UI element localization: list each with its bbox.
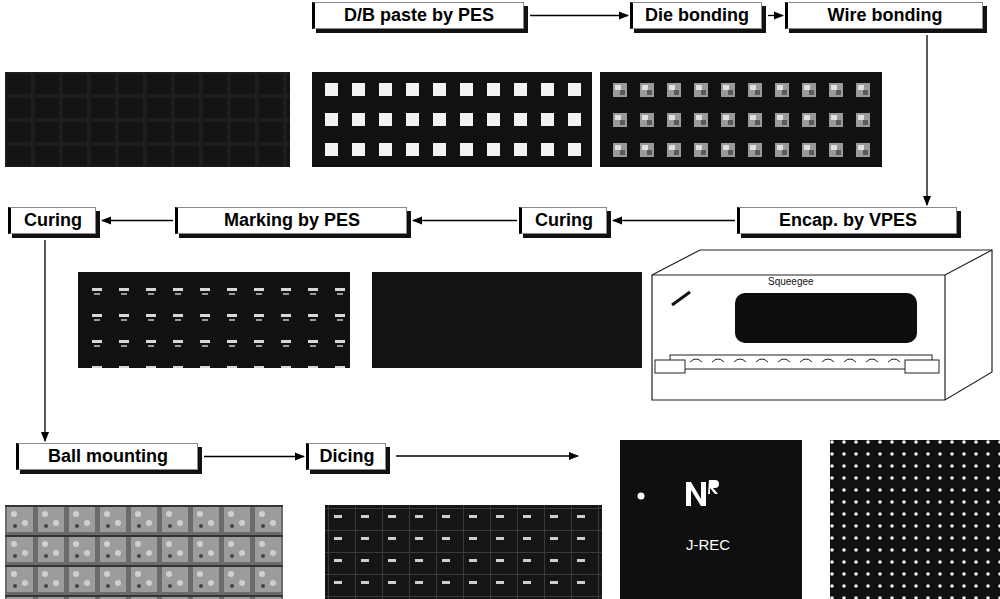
flow-arrow <box>44 240 45 441</box>
process-step-box: Encap. by VPES <box>737 207 957 234</box>
flow-arrow <box>768 15 783 16</box>
flow-arrow <box>413 220 517 221</box>
squeegee-label: Squeegee <box>768 276 814 287</box>
process-step-box: Die bonding <box>630 2 762 29</box>
step-label: D/B paste by PES <box>344 5 494 25</box>
flow-arrow <box>613 220 735 221</box>
process-step-box: Ball mounting <box>16 443 198 470</box>
process-step-box: Wire bonding <box>785 2 983 29</box>
step-label: Wire bonding <box>828 5 943 25</box>
step-label: Marking by PES <box>224 210 360 230</box>
step-label: Encap. by VPES <box>779 210 917 230</box>
step-label: Dicing <box>319 446 374 466</box>
step-label: Ball mounting <box>48 446 168 466</box>
step-label: Curing <box>535 210 593 230</box>
process-step-box: Dicing <box>306 443 386 470</box>
package-marking: J-REC <box>686 536 730 553</box>
flow-arrow <box>530 15 628 16</box>
process-step-box: D/B paste by PES <box>312 2 524 29</box>
flow-arrow <box>102 220 173 221</box>
step-label: Die bonding <box>645 5 749 25</box>
step-label: Curing <box>24 210 82 230</box>
process-step-box: Marking by PES <box>175 207 407 234</box>
process-step-box: Curing <box>8 207 96 234</box>
flow-arrow <box>926 35 927 205</box>
flow-arrow <box>204 456 304 457</box>
process-step-box: Curing <box>519 207 607 234</box>
